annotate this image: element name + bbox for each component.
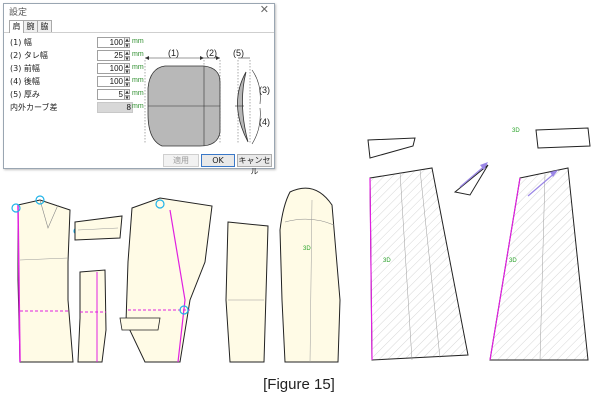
field-label: (3) 前幅	[10, 64, 40, 73]
width-spinner[interactable]: ▲▼	[124, 37, 130, 48]
spin-up-icon[interactable]: ▲	[124, 50, 130, 55]
field-label: (2) タレ幅	[10, 51, 48, 60]
shoulder-pad-diagram	[144, 56, 261, 147]
unit-label: mm	[132, 103, 144, 110]
diagram-label-1: (1)	[168, 48, 179, 58]
unit-label: mm	[132, 51, 144, 58]
seam-line-front	[17, 204, 21, 363]
tab-arm[interactable]: 腕	[23, 20, 38, 32]
sleeve-guide-2	[309, 199, 313, 363]
spin-down-icon[interactable]: ▼	[124, 69, 130, 74]
tab-side[interactable]: 脇	[37, 20, 52, 32]
pattern-piece-sleeve-top[interactable]	[279, 187, 341, 363]
back-width-input[interactable]: 100	[97, 76, 125, 87]
dim-arrow	[200, 56, 204, 60]
curve-diff-readonly: 8	[97, 102, 133, 113]
field-row-width: (1) 幅 100 ▲▼ mm	[10, 37, 144, 48]
dialog-title: 設定	[9, 7, 28, 17]
diagram-label-3: (3)	[259, 85, 270, 95]
cancel-button[interactable]: キャンセル	[237, 154, 272, 176]
marker-point[interactable]	[35, 195, 45, 205]
front-width-spinner[interactable]: ▲▼	[124, 63, 130, 74]
tab-divider	[4, 32, 274, 33]
spin-up-icon[interactable]: ▲	[124, 63, 130, 68]
pattern-piece-side[interactable]	[77, 269, 107, 363]
marker-label-3d: 3D	[383, 258, 391, 264]
arrow-head	[480, 162, 488, 170]
pattern-piece-back-body[interactable]	[125, 197, 213, 363]
marker-point[interactable]	[179, 305, 189, 315]
marker-label-3d: 3D	[509, 258, 517, 264]
skirt-guide	[539, 173, 546, 361]
drop-width-input[interactable]: 25	[97, 50, 125, 61]
skirt-guide	[399, 171, 413, 361]
pattern-piece-triangle[interactable]	[453, 164, 489, 196]
close-icon[interactable]: ✕	[259, 3, 269, 16]
skirt-guide	[419, 169, 441, 359]
unit-label: mm	[132, 90, 144, 97]
ok-button[interactable]: OK	[201, 154, 235, 167]
spin-down-icon[interactable]: ▼	[124, 56, 130, 61]
pattern-piece-top-left[interactable]	[367, 137, 416, 159]
sleeve-cap-curve	[284, 218, 335, 226]
marker-label-3d: 3D	[512, 128, 520, 134]
dim-curve-back	[251, 107, 261, 145]
pad-side-profile[interactable]	[237, 71, 249, 143]
spin-down-icon[interactable]: ▼	[124, 43, 130, 48]
field-row-curve-diff: 内外カーブ差 8 mm	[10, 102, 144, 113]
pattern-piece-sleeve-under[interactable]	[225, 221, 269, 363]
unit-label: mm	[132, 64, 144, 71]
dim-arrow	[216, 56, 220, 60]
drop-width-spinner[interactable]: ▲▼	[124, 50, 130, 61]
spin-up-icon[interactable]: ▲	[124, 76, 130, 81]
seam-line-skirt	[369, 177, 373, 361]
width-input[interactable]: 100	[97, 37, 125, 48]
spin-down-icon[interactable]: ▼	[124, 82, 130, 87]
seam-line-skirt-right	[489, 177, 521, 361]
dialog-titlebar[interactable]: 設定 ✕	[4, 3, 274, 18]
marker-point[interactable]	[11, 203, 21, 213]
diagram-label-5: (5)	[233, 48, 244, 58]
field-row-back-width: (4) 後幅 100 ▲▼ mm	[10, 76, 144, 87]
front-width-input[interactable]: 100	[97, 63, 125, 74]
field-row-front-width: (3) 前幅 100 ▲▼ mm	[10, 63, 144, 74]
collar-guide	[77, 227, 119, 231]
spin-up-icon[interactable]: ▲	[124, 89, 130, 94]
back-width-spinner[interactable]: ▲▼	[124, 76, 130, 87]
unit-label: mm	[132, 77, 144, 84]
spin-up-icon[interactable]: ▲	[124, 37, 130, 42]
field-row-drop-width: (2) タレ幅 25 ▲▼ mm	[10, 50, 144, 61]
field-label: (4) 後幅	[10, 77, 40, 86]
diagram-label-2: (2)	[206, 48, 217, 58]
apply-button[interactable]: 適用	[163, 154, 199, 167]
pattern-piece-front-body[interactable]	[17, 199, 74, 363]
spin-down-icon[interactable]: ▼	[124, 95, 130, 100]
diagram-label-4: (4)	[259, 117, 270, 127]
seam-line-back	[169, 209, 186, 363]
guide-line	[19, 257, 69, 261]
unit-label: mm	[132, 38, 144, 45]
neck-dart	[39, 199, 59, 229]
tab-shoulder[interactable]: 肩	[9, 20, 24, 33]
settings-dialog: 設定 ✕ 肩 腕 脇 (1) 幅 100 ▲▼ mm (2) タレ幅 25 ▲▼…	[3, 3, 275, 176]
pattern-piece-collar[interactable]	[74, 215, 123, 241]
field-label: (5) 厚み	[10, 90, 40, 99]
pocket-flap	[119, 317, 161, 331]
marker-label-3d: 3D	[303, 246, 311, 252]
pattern-piece-skirt-left[interactable]	[369, 167, 469, 361]
arrow-line	[527, 171, 557, 197]
thickness-input[interactable]: 5	[97, 89, 125, 100]
thickness-spinner[interactable]: ▲▼	[124, 89, 130, 100]
field-label: (1) 幅	[10, 38, 32, 47]
figure-caption: [Figure 15]	[263, 376, 335, 393]
field-label: 内外カーブ差	[10, 103, 58, 112]
dim-curve-front	[251, 69, 261, 105]
pattern-piece-skirt-right[interactable]	[489, 167, 589, 361]
marker-point[interactable]	[155, 199, 165, 209]
arrow-head	[550, 170, 558, 177]
field-row-thickness: (5) 厚み 5 ▲▼ mm	[10, 89, 144, 100]
dim-arrow	[145, 56, 149, 60]
pattern-piece-top-right[interactable]	[535, 127, 591, 149]
